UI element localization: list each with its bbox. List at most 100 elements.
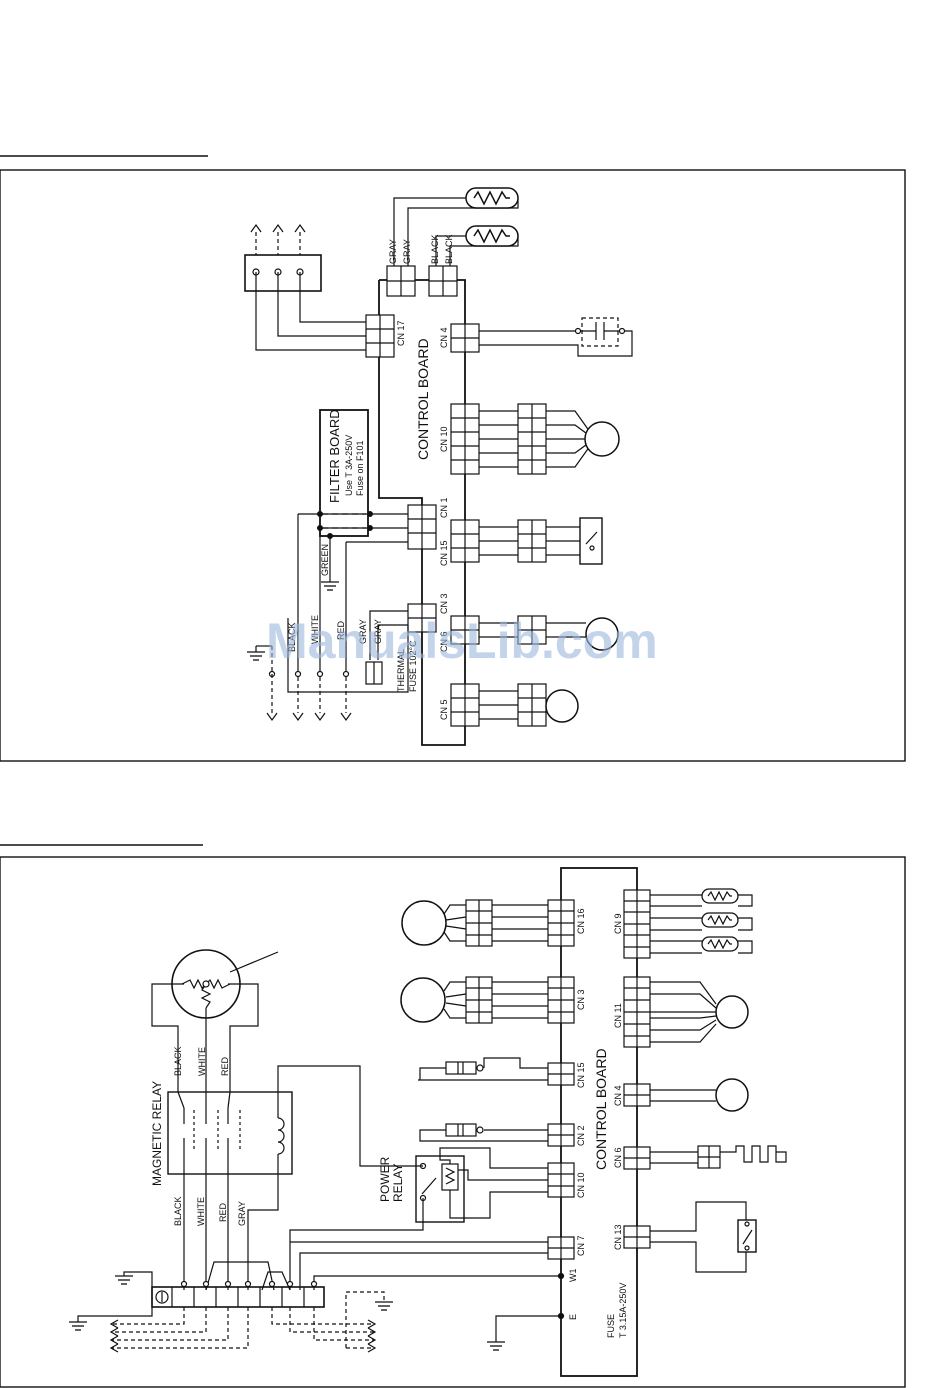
upper-diagram xyxy=(0,155,906,762)
wire-label-green: GREEN xyxy=(320,544,330,576)
upper-terminal-arrows xyxy=(250,223,306,276)
wire-label-white-bottom: WHITE xyxy=(196,1197,206,1226)
magnetic-relay-coil xyxy=(277,1117,285,1155)
lower-sensor-cn2 xyxy=(445,1123,477,1137)
wire-label-black-top: BLACK xyxy=(173,1046,183,1076)
filter-board-title: FILTER BOARD xyxy=(327,409,342,503)
upper-cn3-plug xyxy=(407,603,437,633)
upper-cn6-plug xyxy=(450,615,547,645)
upper-cn5-plug xyxy=(450,683,547,727)
lower-cn16-plug xyxy=(465,899,575,947)
wire-label-gray-4: GRAY xyxy=(373,619,383,644)
upper-cn5-label: CN 5 xyxy=(439,699,449,720)
lower-cn10-label: CN 10 xyxy=(576,1172,586,1198)
upper-cn1-plug xyxy=(407,504,437,550)
lower-outgoing-leads xyxy=(112,1291,385,1349)
heater-element-2 xyxy=(465,225,519,247)
upper-cn10-plug xyxy=(450,403,547,475)
filter-board-line1: Use T 3A-250V xyxy=(344,435,354,496)
lower-cn6-plug xyxy=(623,1146,651,1170)
lower-cn15-plug xyxy=(547,1062,575,1086)
magnetic-relay-label: MAGNETIC RELAY xyxy=(150,1081,164,1186)
lower-heater-strip xyxy=(720,1145,787,1163)
lower-motor-cn16 xyxy=(401,900,447,946)
upper-cn15-plug xyxy=(450,519,547,563)
magnetic-relay xyxy=(167,1091,293,1175)
w1-label: W1 xyxy=(568,1269,578,1283)
lower-cn11-label: CN 11 xyxy=(613,1003,623,1028)
power-relay-label-2: RELAY xyxy=(391,1164,405,1202)
e-label: E xyxy=(568,1314,578,1320)
capacitor-box xyxy=(581,317,619,347)
lower-diagram xyxy=(0,844,906,1388)
upper-cn17-plug xyxy=(365,314,395,358)
lower-fuse-label-2: T 3.15A-250V xyxy=(618,1283,628,1338)
wire-label-gray-1: GRAY xyxy=(388,239,398,264)
lower-cn7-label: CN 7 xyxy=(576,1235,586,1256)
upper-cn4-label: CN 4 xyxy=(439,327,449,348)
lower-control-board-label: CONTROL BOARD xyxy=(593,1048,609,1170)
lower-cn6-label: CN 6 xyxy=(613,1147,623,1168)
upper-top-connectors xyxy=(386,265,458,297)
upper-cn6-label: CN 6 xyxy=(439,631,449,652)
lower-lead-arrows xyxy=(109,1319,377,1353)
upper-control-board-label: CONTROL BOARD xyxy=(415,338,431,460)
upper-cn1-label: CN 1 xyxy=(439,497,449,518)
upper-float-switch xyxy=(579,517,603,565)
wire-label-gray-bottom: GRAY xyxy=(237,1201,247,1226)
upper-cn4-plug xyxy=(450,323,480,353)
wire-label-red: RED xyxy=(336,620,346,640)
lower-heater-2 xyxy=(701,912,739,928)
lower-switch-cn13 xyxy=(737,1219,757,1253)
wire-label-black-1: BLACK xyxy=(430,234,440,264)
filter-board-line2: Fuse on F101 xyxy=(355,440,365,496)
lower-cn13-label: CN 13 xyxy=(613,1224,623,1250)
terminal-block-upper xyxy=(244,254,322,292)
upper-cn3-label: CN 3 xyxy=(439,593,449,614)
lower-cn3-label: CN 3 xyxy=(576,989,586,1010)
wire-label-gray-2: GRAY xyxy=(402,239,412,264)
wire-label-red-top: RED xyxy=(220,1056,230,1076)
lower-cn9-label: CN 9 xyxy=(613,913,623,934)
lower-cn4-label: CN 4 xyxy=(613,1085,623,1106)
lower-sensor-cn15 xyxy=(445,1061,477,1075)
lower-frame xyxy=(0,856,906,1388)
upper-motor-3 xyxy=(545,689,579,723)
thermal-fuse-label-1: THERMAL xyxy=(396,649,406,692)
upper-cn10-label: CN 10 xyxy=(439,426,449,452)
lower-cn2-label: CN 2 xyxy=(576,1125,586,1146)
wire-label-white-top: WHITE xyxy=(197,1047,207,1076)
upper-motor-2 xyxy=(585,617,619,651)
wire-label-black-bottom: BLACK xyxy=(173,1196,183,1226)
lower-cn9-plug xyxy=(623,889,651,959)
heater-element-1 xyxy=(465,187,519,209)
lower-motor-cn11 xyxy=(715,995,749,1029)
thermal-fuse-label-2: FUSE 102°C xyxy=(408,640,418,692)
lower-cn11-plug xyxy=(623,976,651,1048)
lower-motor-cn3 xyxy=(400,977,446,1023)
lower-cn3-plug xyxy=(465,976,575,1024)
lower-cn10-plug xyxy=(547,1162,575,1198)
filter-board xyxy=(319,409,369,537)
lower-cn7-plug xyxy=(547,1236,575,1260)
upper-fan-motor xyxy=(584,421,620,457)
wire-label-black-3: BLACK xyxy=(287,622,297,652)
wire-label-red-bottom: RED xyxy=(218,1202,228,1222)
lower-cn4-plug xyxy=(623,1083,651,1107)
lower-cn2-plug xyxy=(547,1123,575,1147)
wire-label-gray-3: GRAY xyxy=(358,619,368,644)
upper-cn15-label: CN 15 xyxy=(439,540,449,566)
lower-heater-1 xyxy=(701,888,739,904)
wire-label-black-2: BLACK xyxy=(444,234,454,264)
power-relay-coil xyxy=(441,1163,459,1191)
wire-label-white: WHITE xyxy=(310,615,320,644)
lower-control-board xyxy=(560,867,638,1377)
upper-power-leads xyxy=(246,645,352,722)
watermark: ManualsLib.com xyxy=(266,613,658,669)
upper-cn17-label: CN 17 xyxy=(396,320,406,346)
lower-cn13-plug xyxy=(623,1225,651,1249)
lower-fuse-label-1: FUSE xyxy=(606,1314,616,1338)
lower-motor-cn4 xyxy=(715,1078,749,1112)
upper-control-board xyxy=(378,279,466,746)
